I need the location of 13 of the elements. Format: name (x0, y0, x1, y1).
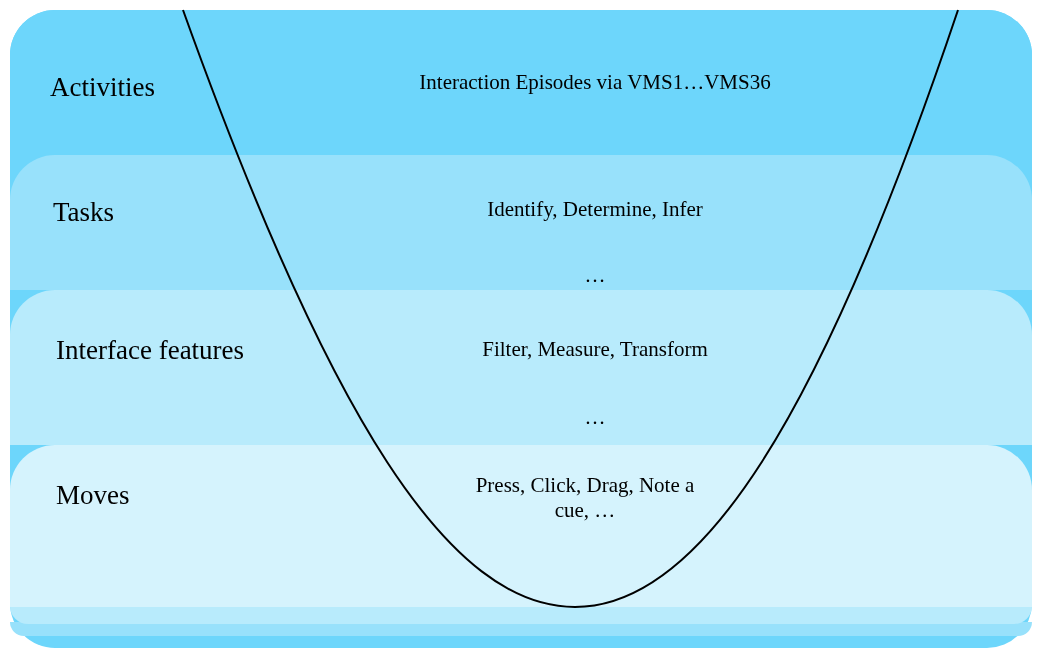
item-list: Interaction Episodes via VMS1…VMS36 (360, 70, 830, 95)
layer-heading: Moves (56, 480, 130, 511)
layer-heading: Tasks (53, 197, 115, 228)
item-list: Press, Click, Drag, Note a cue, … (470, 473, 700, 523)
item-list: Filter, Measure, Transform (390, 337, 800, 362)
layer-heading: Activities (50, 72, 155, 103)
layer-band (10, 155, 1032, 290)
ellipsis: … (583, 263, 607, 288)
item-list: Identify, Determine, Infer (390, 197, 800, 222)
layer-heading: Interface features (56, 335, 245, 366)
layer-band (10, 445, 1032, 607)
layer-band (10, 290, 1032, 445)
ellipsis: … (583, 405, 607, 430)
